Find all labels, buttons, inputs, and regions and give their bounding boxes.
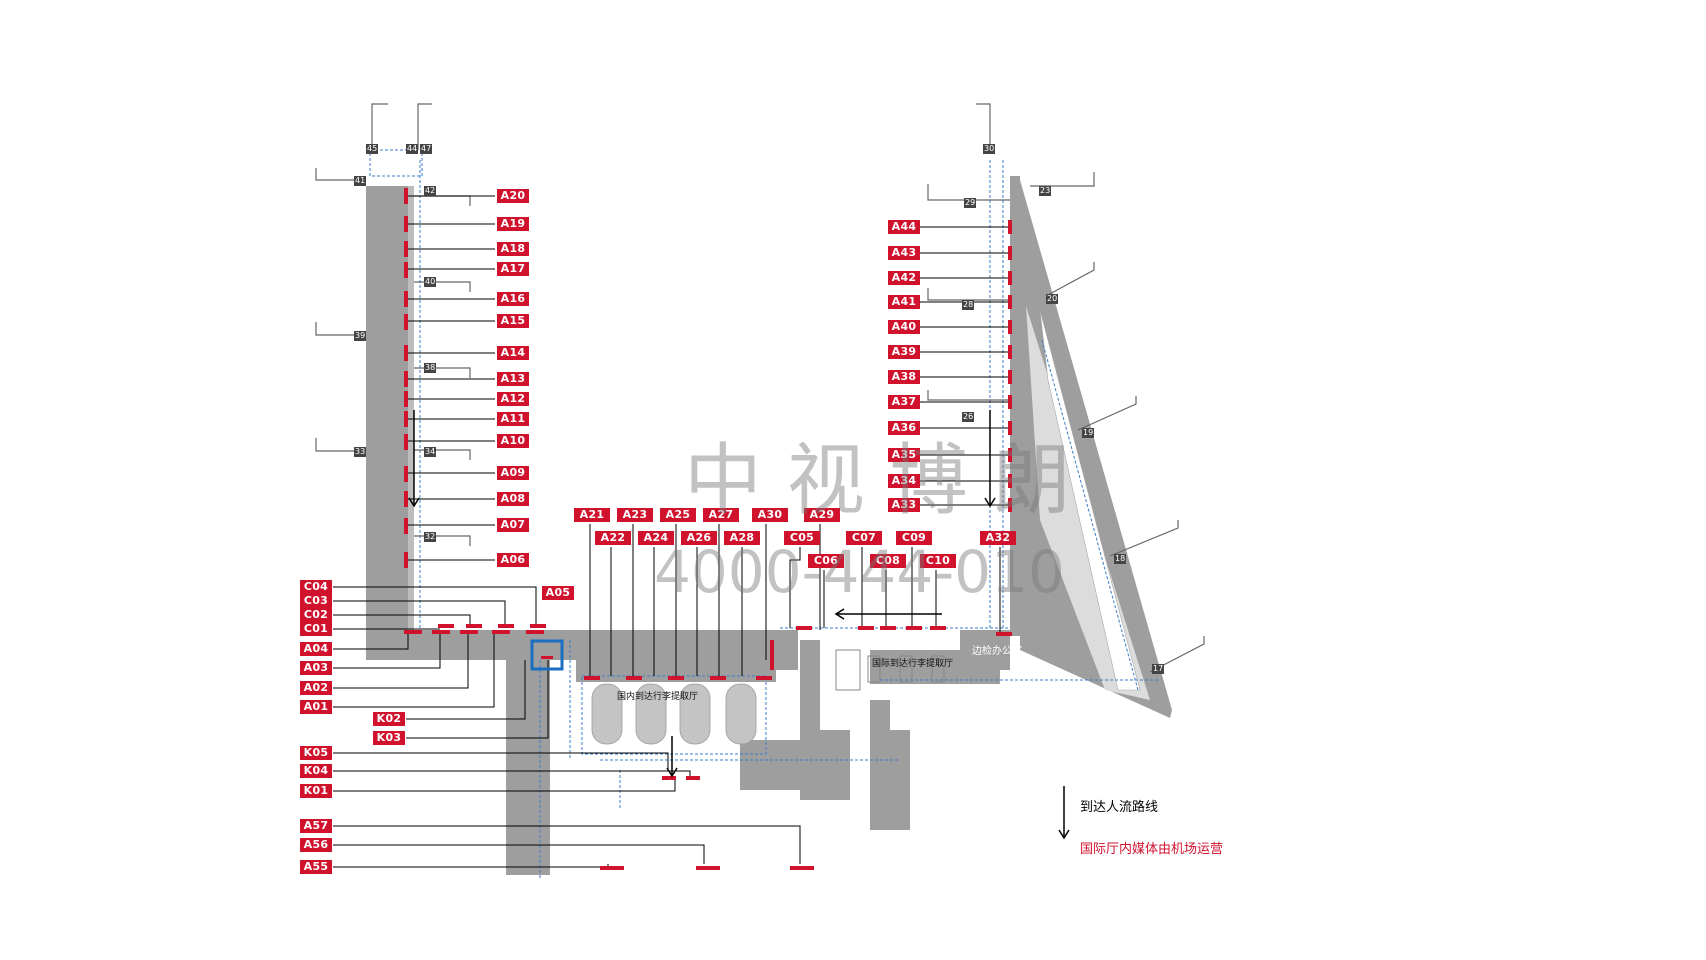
- label-a10: A10: [497, 434, 529, 448]
- label-c07: C07: [846, 531, 882, 545]
- gate-number-44: 44: [406, 144, 419, 154]
- border-office-label: 边检办公室: [972, 646, 1022, 657]
- label-a05: A05: [542, 586, 574, 600]
- label-a15: A15: [497, 314, 529, 328]
- label-a28: A28: [724, 531, 760, 545]
- gate-number-38: 38: [424, 363, 437, 373]
- label-a19: A19: [497, 217, 529, 231]
- label-c10: C10: [920, 554, 956, 568]
- label-a39: A39: [888, 345, 920, 359]
- label-c02: C02: [300, 608, 332, 622]
- label-k02: K02: [373, 712, 405, 726]
- wedge-concourse: [1026, 306, 1150, 700]
- label-c09: C09: [896, 531, 932, 545]
- label-a12: A12: [497, 392, 529, 406]
- gate-number-45: 45: [366, 144, 379, 154]
- highlight-panel: [541, 656, 553, 659]
- label-a41: A41: [888, 295, 920, 309]
- label-a20: A20: [497, 189, 529, 203]
- label-a04: A04: [300, 642, 332, 656]
- label-a38: A38: [888, 370, 920, 384]
- gate-number-18: 18: [1114, 554, 1127, 564]
- label-a07: A07: [497, 518, 529, 532]
- label-c06: C06: [808, 554, 844, 568]
- gate-number-41: 41: [354, 176, 367, 186]
- label-c03: C03: [300, 594, 332, 608]
- gate-number-39: 39: [354, 331, 367, 341]
- label-a09: A09: [497, 466, 529, 480]
- legend-flow-text: 到达人流路线: [1080, 800, 1159, 815]
- label-a40: A40: [888, 320, 920, 334]
- gate-number-17: 17: [1152, 664, 1165, 674]
- label-k04: K04: [300, 764, 332, 778]
- label-a16: A16: [497, 292, 529, 306]
- label-k01: K01: [300, 784, 332, 798]
- label-a02: A02: [300, 681, 332, 695]
- label-a55: A55: [300, 860, 332, 874]
- label-a23: A23: [617, 508, 653, 522]
- label-c04: C04: [300, 580, 332, 594]
- label-a13: A13: [497, 372, 529, 386]
- label-a36: A36: [888, 421, 920, 435]
- international-baggage-hall-label: 国际到达行李提取厅: [872, 659, 954, 669]
- label-a21: A21: [574, 508, 610, 522]
- label-a56: A56: [300, 838, 332, 852]
- highlight-box: [530, 639, 564, 671]
- label-a06: A06: [497, 553, 529, 567]
- label-a29: A29: [804, 508, 840, 522]
- label-a01: A01: [300, 700, 332, 714]
- gate-number-19: 19: [1082, 428, 1095, 438]
- gate-number-40: 40: [424, 277, 437, 287]
- legend-note-text: 国际厅内媒体由机场运营: [1080, 842, 1224, 857]
- domestic-baggage-hall-label: 国内到达行李提取厅: [617, 692, 699, 702]
- label-a03: A03: [300, 661, 332, 675]
- label-a43: A43: [888, 246, 920, 260]
- label-a18: A18: [497, 242, 529, 256]
- label-a57: A57: [300, 819, 332, 833]
- ad-panels: [404, 188, 1012, 870]
- international-hall-equipment: [835, 649, 945, 691]
- gate-number-28: 28: [962, 300, 975, 310]
- legend-arrow-icon: [1058, 786, 1070, 840]
- gate-number-26: 26: [962, 412, 975, 422]
- arrival-flow-arrows: [408, 410, 996, 778]
- label-a42: A42: [888, 271, 920, 285]
- gate-number-34: 34: [424, 447, 437, 457]
- label-a35: A35: [888, 448, 920, 462]
- gate-number-42: 42: [424, 186, 437, 196]
- label-a17: A17: [497, 262, 529, 276]
- label-a25: A25: [660, 508, 696, 522]
- label-a08: A08: [497, 492, 529, 506]
- label-c05: C05: [784, 531, 820, 545]
- label-a27: A27: [703, 508, 739, 522]
- label-a37: A37: [888, 395, 920, 409]
- label-a24: A24: [638, 531, 674, 545]
- label-a22: A22: [595, 531, 631, 545]
- label-a44: A44: [888, 220, 920, 234]
- label-a33: A33: [888, 498, 920, 512]
- gate-number-20: 20: [1046, 294, 1059, 304]
- label-a11: A11: [497, 412, 529, 426]
- gate-number-23: 23: [1039, 186, 1052, 196]
- gate-number-29: 29: [964, 198, 977, 208]
- gate-number-32: 32: [424, 532, 437, 542]
- label-a26: A26: [681, 531, 717, 545]
- label-k05: K05: [300, 746, 332, 760]
- label-c08: C08: [870, 554, 906, 568]
- label-k03: K03: [373, 731, 405, 745]
- label-a34: A34: [888, 474, 920, 488]
- gate-number-30: 30: [983, 144, 996, 154]
- label-a32: A32: [980, 531, 1016, 545]
- baggage-carousels: [591, 683, 757, 745]
- label-a14: A14: [497, 346, 529, 360]
- label-c01: C01: [300, 622, 332, 636]
- leader-lines: [333, 195, 1010, 868]
- gate-number-33: 33: [354, 447, 367, 457]
- label-a30: A30: [752, 508, 788, 522]
- gate-number-47: 47: [420, 144, 433, 154]
